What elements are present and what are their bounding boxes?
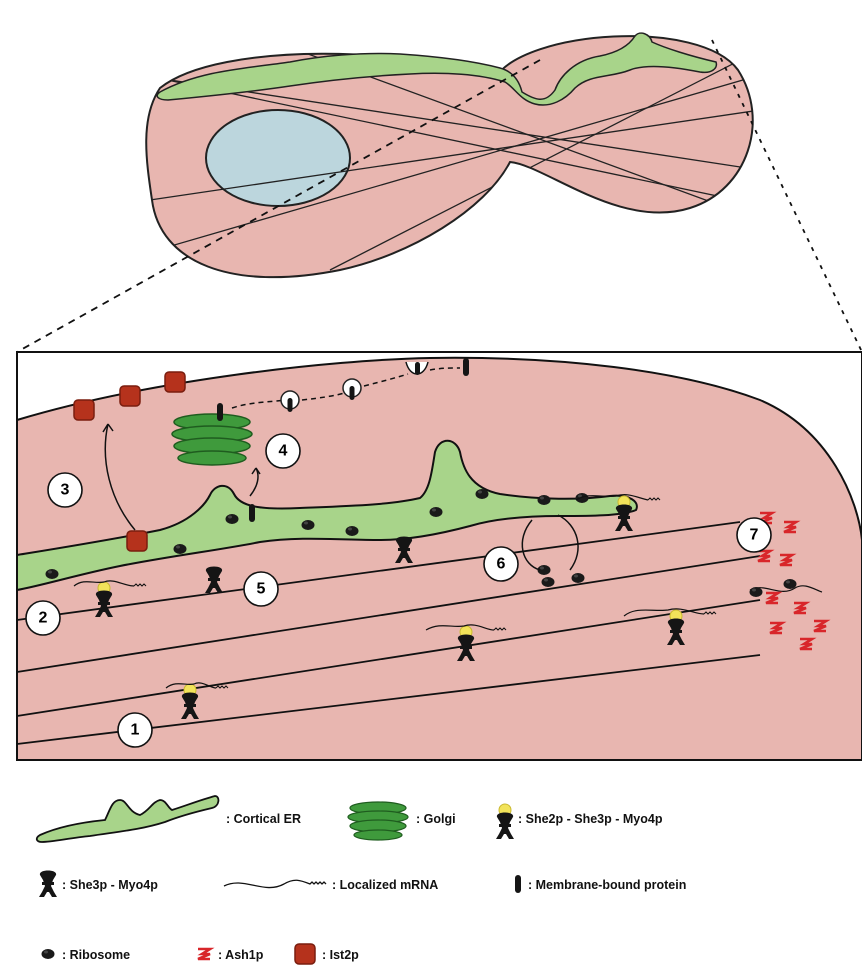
membrane-protein-swatch — [515, 875, 521, 893]
mrna-swatch — [224, 880, 326, 887]
svg-text:: Localized mRNA: : Localized mRNA — [332, 878, 438, 892]
legend-ash1p: : Ash1p — [198, 948, 264, 962]
cortical-er-swatch — [37, 796, 219, 842]
legend-membrane-bound-protein: : Membrane-bound protein — [515, 875, 686, 893]
legend-ist2p: : Ist2p — [295, 944, 359, 964]
step-2: 2 — [26, 601, 60, 635]
svg-text:: Membrane-bound protein: : Membrane-bound protein — [528, 878, 686, 892]
step-6: 6 — [484, 547, 518, 581]
svg-text:: Ribosome: : Ribosome — [62, 948, 130, 962]
step-7: 7 — [737, 518, 771, 552]
ribosome-swatch — [42, 949, 55, 959]
svg-text:6: 6 — [497, 556, 506, 573]
step-3: 3 — [48, 473, 82, 507]
svg-text:: She3p - Myo4p: : She3p - Myo4p — [62, 878, 158, 892]
zoom-panel: 1 2 3 4 5 6 7 — [17, 352, 862, 760]
legend-golgi: : Golgi — [348, 802, 456, 840]
svg-text:: Cortical ER: : Cortical ER — [226, 812, 301, 826]
she3p-complex-swatch — [39, 871, 57, 898]
ash1p-swatch — [198, 949, 210, 959]
zoom-line-right — [712, 40, 862, 352]
ist2p-swatch — [295, 944, 315, 964]
yeast-cell-overview — [17, 33, 862, 352]
legend-localized-mrna: : Localized mRNA — [224, 878, 438, 892]
svg-text:3: 3 — [61, 482, 70, 499]
nucleus — [206, 110, 350, 206]
svg-text:5: 5 — [257, 581, 266, 598]
step-4: 4 — [266, 434, 300, 468]
legend-cortical-er: : Cortical ER — [37, 796, 301, 842]
svg-text:1: 1 — [131, 722, 140, 739]
legend-she3p-myo4p: : She3p - Myo4p — [39, 871, 158, 898]
svg-text:: Ist2p: : Ist2p — [322, 948, 359, 962]
step-1: 1 — [118, 713, 152, 747]
she2p-complex-swatch — [496, 804, 514, 839]
svg-text:4: 4 — [279, 443, 288, 460]
legend-she2p-she3p-myo4p: : She2p - She3p - Myo4p — [496, 804, 663, 839]
golgi-swatch — [348, 802, 408, 840]
svg-text:: Ash1p: : Ash1p — [218, 948, 264, 962]
step-5: 5 — [244, 572, 278, 606]
svg-text:7: 7 — [750, 527, 759, 544]
svg-text:: She2p - She3p - Myo4p: : She2p - She3p - Myo4p — [518, 812, 663, 826]
svg-text:2: 2 — [39, 610, 48, 627]
legend-ribosome: : Ribosome — [42, 948, 131, 962]
svg-text:: Golgi: : Golgi — [416, 812, 456, 826]
legend: : Cortical ER : Golgi : She2p - She3p - … — [37, 796, 687, 964]
